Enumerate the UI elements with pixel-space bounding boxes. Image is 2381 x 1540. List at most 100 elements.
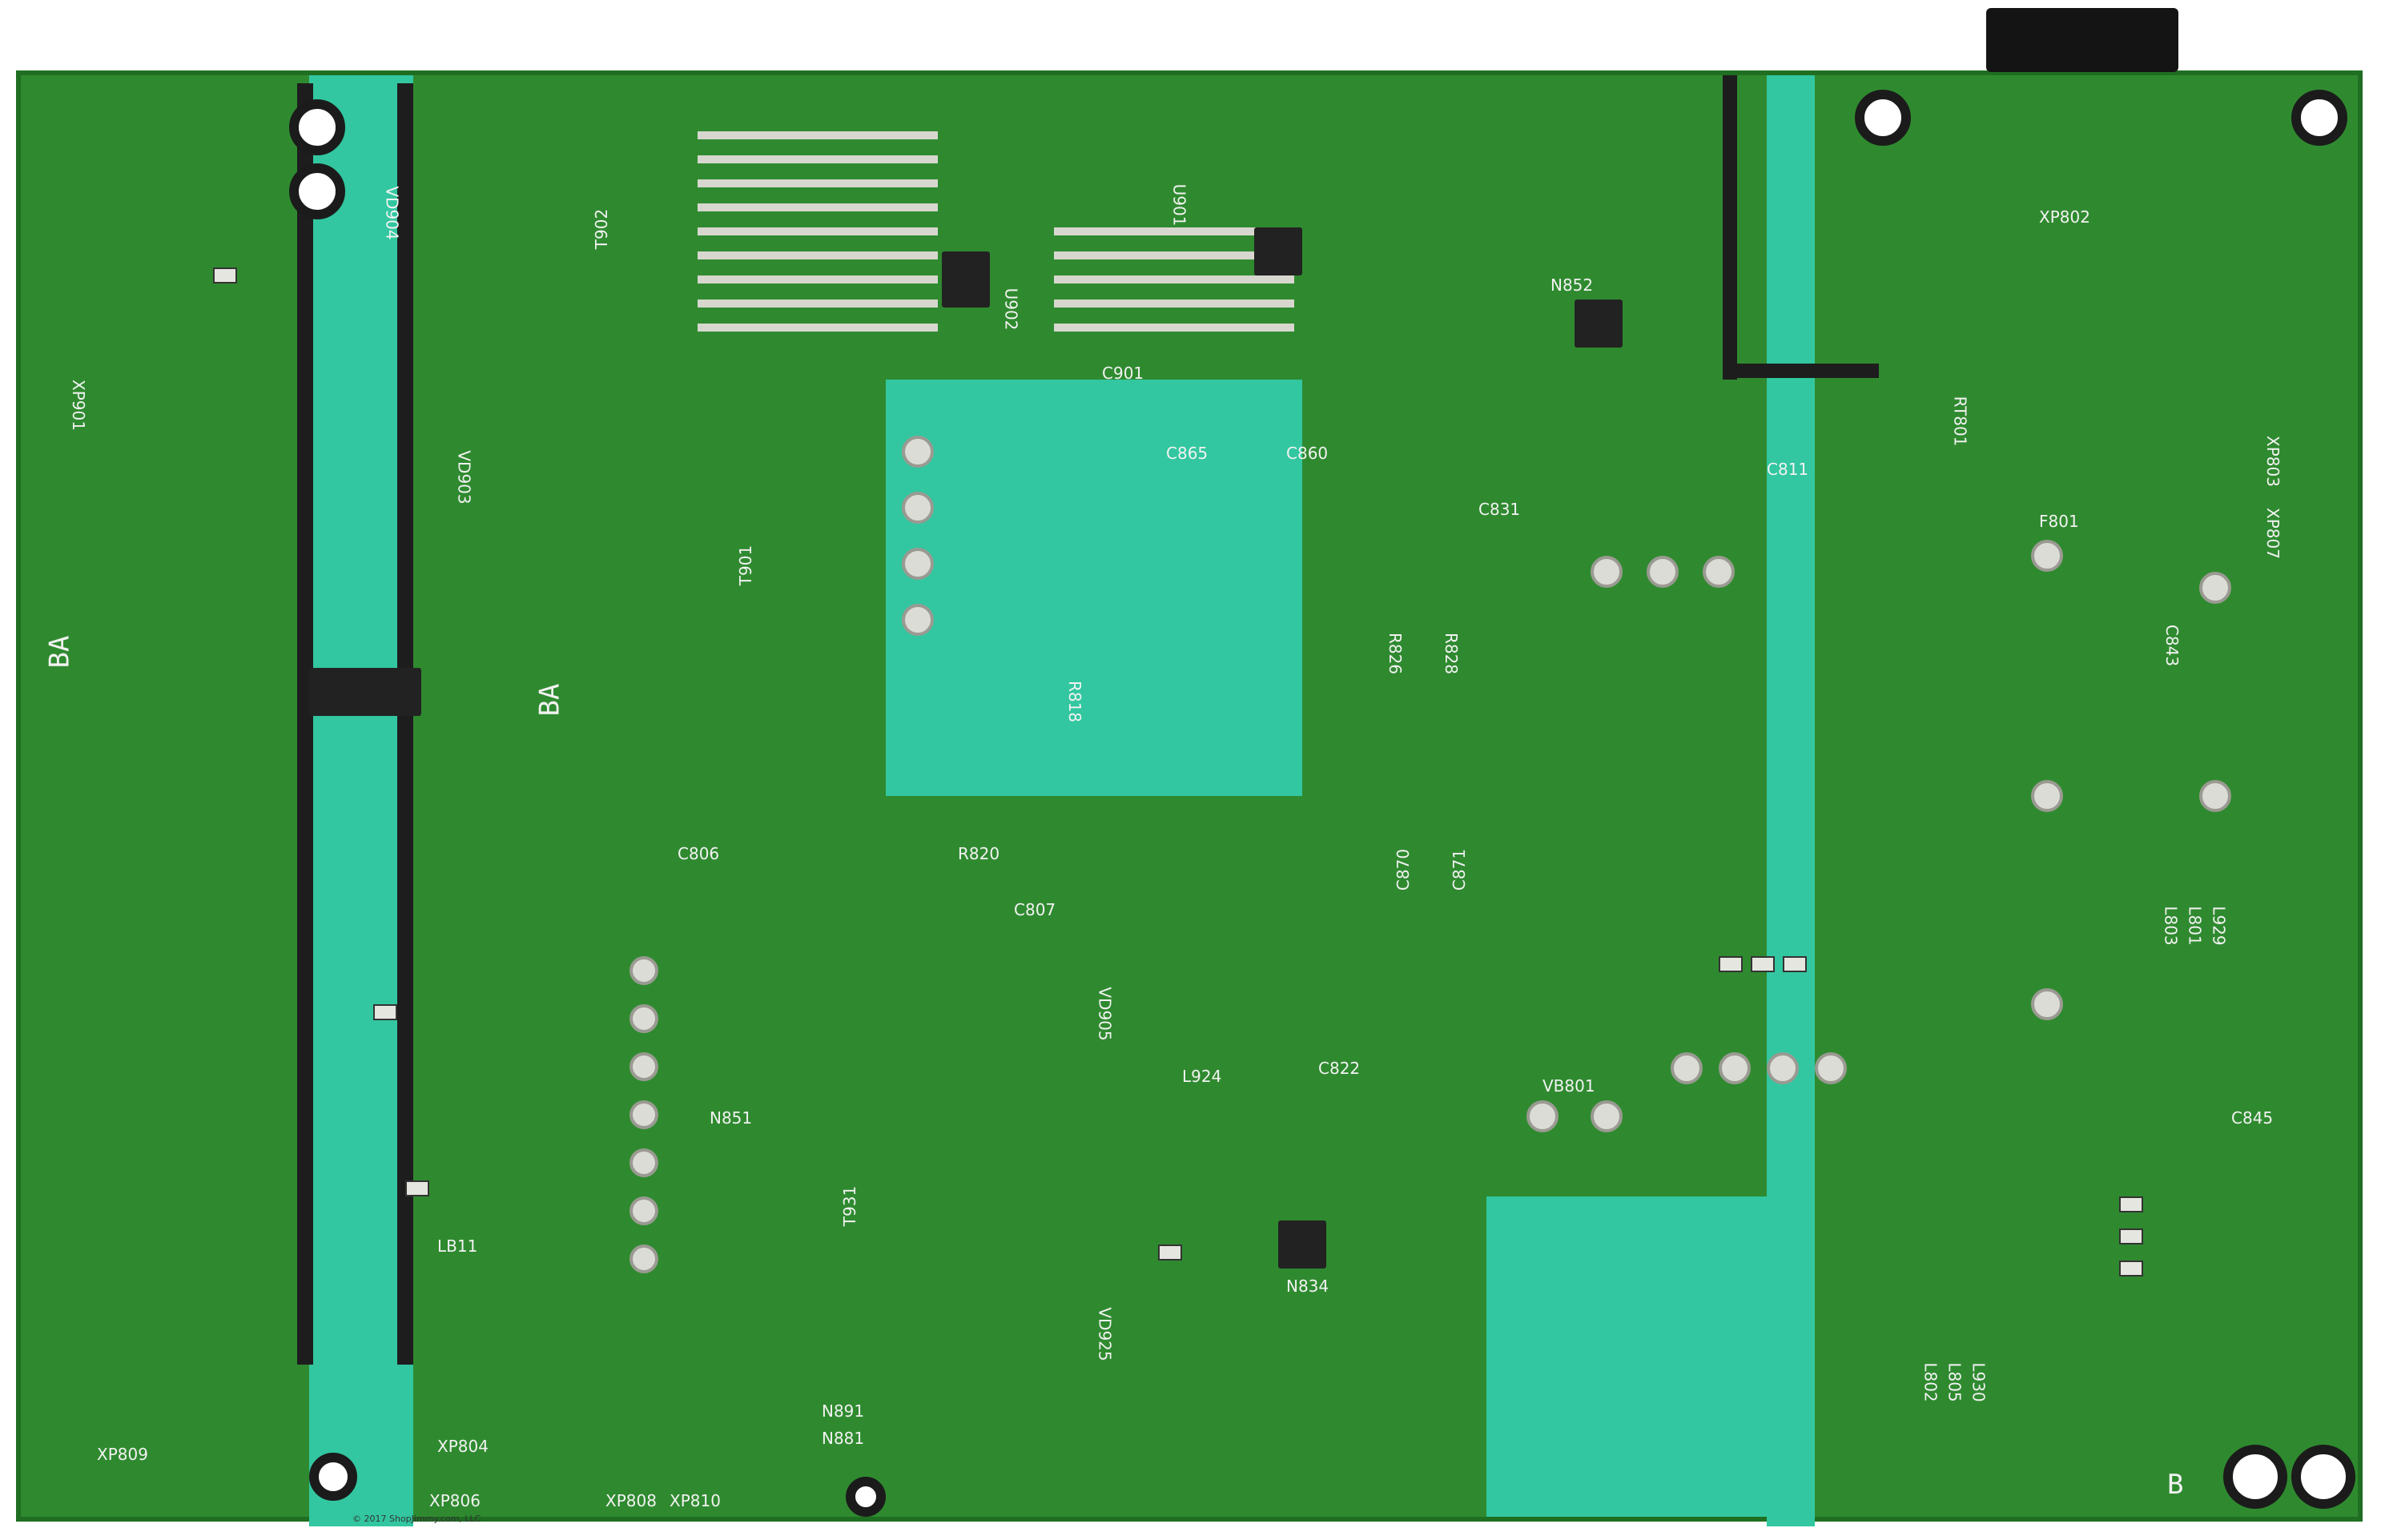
solder-pad (1703, 556, 1735, 588)
solder-pad (902, 436, 934, 468)
isolation-zone (309, 75, 413, 1526)
solder-pad (1591, 1100, 1623, 1132)
solder-pad (2031, 988, 2063, 1020)
solder-pad (1719, 1052, 1751, 1084)
smd-component (405, 1180, 429, 1196)
solder-pad (629, 956, 658, 985)
solder-pad (1815, 1052, 1847, 1084)
isolation-trace (1735, 364, 1879, 378)
label-xp804: XP804 (437, 1437, 489, 1456)
isolation-trace (297, 83, 313, 1365)
solder-pad (629, 1196, 658, 1225)
solder-pad (629, 1004, 658, 1033)
solder-pad (1767, 1052, 1799, 1084)
ic-chip (942, 251, 990, 308)
isolation-zone (1486, 1196, 1775, 1517)
solder-pad (902, 492, 934, 524)
label-f801: F801 (2039, 512, 2079, 531)
solder-pad (2031, 780, 2063, 812)
label-u901: U901 (1169, 183, 1189, 227)
label-n881: N881 (822, 1429, 865, 1448)
mounting-hole (1855, 90, 1911, 146)
label-c860: C860 (1286, 444, 1329, 463)
smd-component (1719, 956, 1743, 972)
label-xp810: XP810 (670, 1491, 721, 1510)
smd-component (2119, 1261, 2143, 1277)
connector-header (1986, 8, 2178, 72)
label-xp809: XP809 (97, 1445, 148, 1464)
smd-component (1751, 956, 1775, 972)
label-r828: R828 (1442, 632, 1462, 675)
label-c807: C807 (1014, 900, 1056, 919)
mounting-hole (846, 1477, 886, 1517)
label-xp802: XP802 (2039, 207, 2090, 227)
label-t901: T901 (736, 545, 756, 586)
isolation-trace (1723, 75, 1737, 380)
label-c806: C806 (678, 844, 720, 863)
copyright-text: © 2017 ShopJimmy.com, LLC (352, 1514, 481, 1524)
label-c871: C871 (1450, 848, 1470, 891)
isolation-trace (397, 83, 413, 1365)
smd-component (213, 267, 237, 283)
mounting-hole (2291, 1445, 2355, 1509)
ic-chip (1278, 1220, 1326, 1269)
heatsink-center (1054, 227, 1294, 332)
solder-pad (629, 1244, 658, 1273)
label-c845: C845 (2231, 1108, 2274, 1128)
label-l805: L805 (1945, 1362, 1965, 1402)
smd-component (2119, 1228, 2143, 1244)
label-c843: C843 (2162, 624, 2182, 667)
label-r820: R820 (958, 844, 1000, 863)
solder-pad (2031, 540, 2063, 572)
solder-pad (1591, 556, 1623, 588)
label-rt801: RT801 (1950, 396, 1970, 447)
label-l803: L803 (2161, 906, 2181, 946)
mounting-hole (2223, 1445, 2287, 1509)
label-c901: C901 (1102, 364, 1144, 383)
label-vd905: VD905 (1095, 987, 1115, 1041)
solder-pad (2199, 572, 2231, 604)
label-l801: L801 (2185, 906, 2205, 946)
label-lb11: LB11 (437, 1236, 478, 1256)
isolation-zone (886, 380, 1302, 796)
mounting-hole (289, 99, 345, 155)
label-r818: R818 (1065, 680, 1085, 723)
solder-pad (629, 1100, 658, 1129)
mounting-hole (2291, 90, 2347, 146)
label-xp901: XP901 (68, 380, 88, 431)
label-xp807: XP807 (2262, 508, 2282, 559)
label-t902: T902 (592, 208, 612, 250)
smd-component (1158, 1244, 1182, 1261)
solder-pad (902, 548, 934, 580)
label-b-right: B (2167, 1469, 2184, 1501)
label-n852: N852 (1550, 275, 1594, 295)
label-u902: U902 (1001, 287, 1021, 331)
solder-pad (2199, 780, 2231, 812)
label-vd904: VD904 (382, 186, 402, 240)
solder-pad (1526, 1100, 1559, 1132)
label-n891: N891 (822, 1401, 865, 1421)
solder-pad (629, 1052, 658, 1081)
label-l802: L802 (1920, 1362, 1941, 1402)
label-t931: T931 (840, 1185, 860, 1227)
solder-pad (1671, 1052, 1703, 1084)
smd-component (2119, 1196, 2143, 1212)
label-n851: N851 (710, 1108, 753, 1128)
label-vd925: VD925 (1095, 1307, 1115, 1361)
label-c870: C870 (1394, 848, 1414, 891)
smd-component (373, 1004, 397, 1020)
solder-pad (1647, 556, 1679, 588)
label-c811: C811 (1767, 460, 1809, 479)
isolation-zone (1767, 75, 1815, 1526)
ic-chip (1575, 300, 1623, 348)
label-xp803: XP803 (2262, 436, 2282, 487)
mounting-hole (289, 163, 345, 219)
label-vb801: VB801 (1542, 1076, 1595, 1096)
mounting-hole (309, 1453, 357, 1501)
heatsink-left (698, 131, 938, 332)
label-l924: L924 (1182, 1067, 1222, 1086)
ic-chip (1254, 227, 1302, 275)
label-c822: C822 (1318, 1059, 1361, 1078)
label-c865: C865 (1166, 444, 1209, 463)
label-l929: L929 (2209, 906, 2229, 946)
